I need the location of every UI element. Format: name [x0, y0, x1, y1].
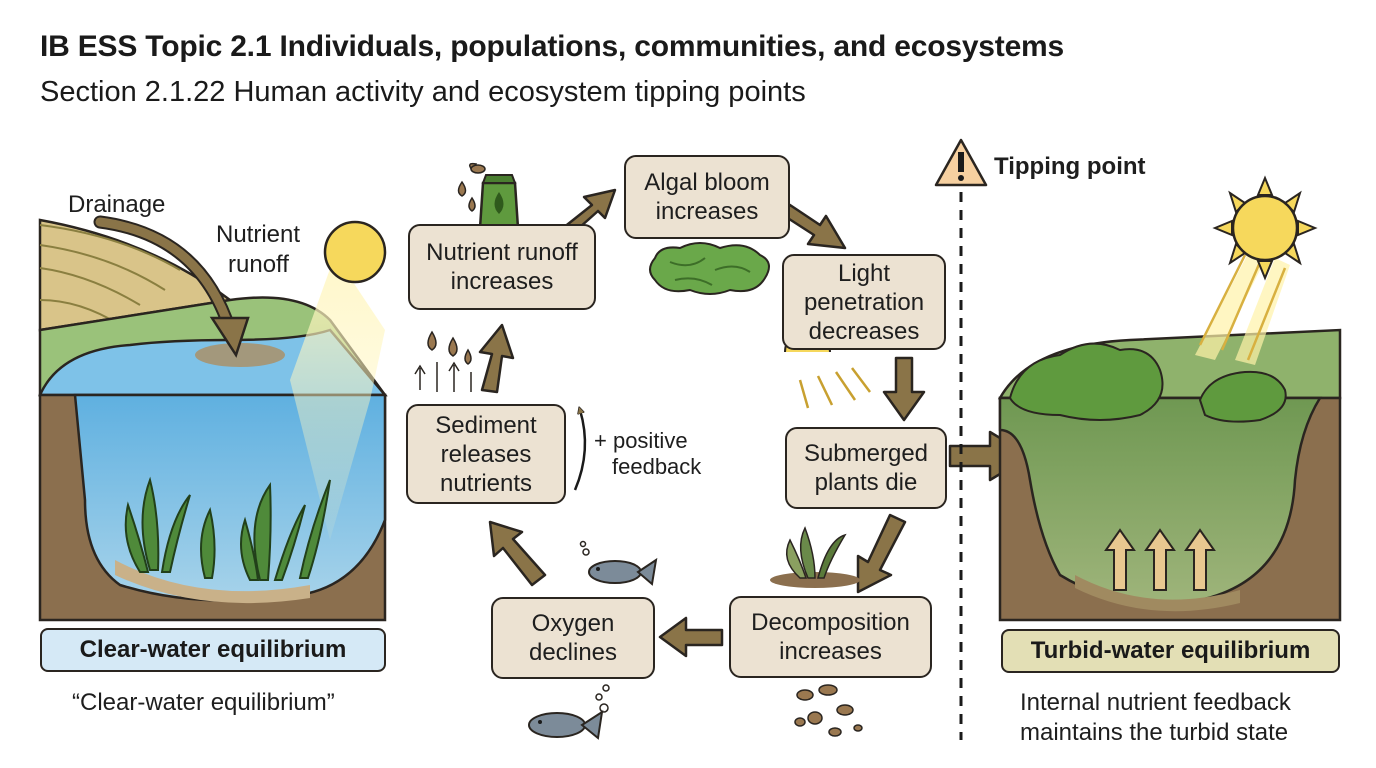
- algae-icon: [649, 242, 770, 295]
- submerged-plants-box: Submerged plants die: [785, 427, 947, 509]
- seagrass-icon: [124, 476, 331, 581]
- clear-water-caption: “Clear-water equilibrium”: [72, 689, 335, 716]
- particles-icon: [794, 684, 863, 737]
- drainage-label: Drainage: [68, 191, 166, 218]
- page-subtitle: Section 2.1.22 Human activity and ecosys…: [40, 76, 806, 108]
- turbid-caption-2: maintains the turbid state: [1020, 719, 1289, 746]
- fish-icon: [579, 540, 658, 586]
- clear-water-label: Clear-water equilibrium: [40, 628, 386, 672]
- sun-icon: [323, 220, 387, 284]
- sediment-drops-icon: [414, 330, 472, 392]
- page-title: IB ESS Topic 2.1 Individuals, population…: [40, 30, 1065, 63]
- sediment-box: Sediment releases nutrients: [406, 404, 566, 504]
- oxygen-box: Oxygen declines: [491, 597, 655, 679]
- tipping-point-label: Tipping point: [994, 153, 1146, 180]
- nutrient-runoff-label-2: runoff: [228, 251, 289, 278]
- decomposition-box: Decomposition increases: [729, 596, 932, 678]
- turbid-caption-1: Internal nutrient feedback: [1020, 689, 1291, 716]
- feedback-arrow: [573, 410, 587, 491]
- feedback-label-2: feedback: [612, 454, 702, 479]
- algal-bloom-box: Algal bloom increases: [624, 155, 790, 239]
- turbid-water-scene: [997, 175, 1342, 622]
- nutrient-runoff-label-1: Nutrient: [216, 221, 301, 248]
- nutrient-runoff-box: Nutrient runoff increases: [408, 224, 596, 310]
- light-penetration-box: Light penetration decreases: [782, 254, 946, 350]
- warning-icon: [934, 138, 988, 187]
- turbid-water-label: Turbid-water equilibrium: [1001, 629, 1340, 673]
- fish-icon: [528, 684, 610, 740]
- fertilizer-bag-icon: [457, 162, 520, 230]
- clear-water-scene: [38, 215, 388, 622]
- seagrass-icon: [770, 526, 860, 588]
- sun-icon: [1212, 175, 1318, 281]
- feedback-label-1: + positive: [594, 428, 688, 453]
